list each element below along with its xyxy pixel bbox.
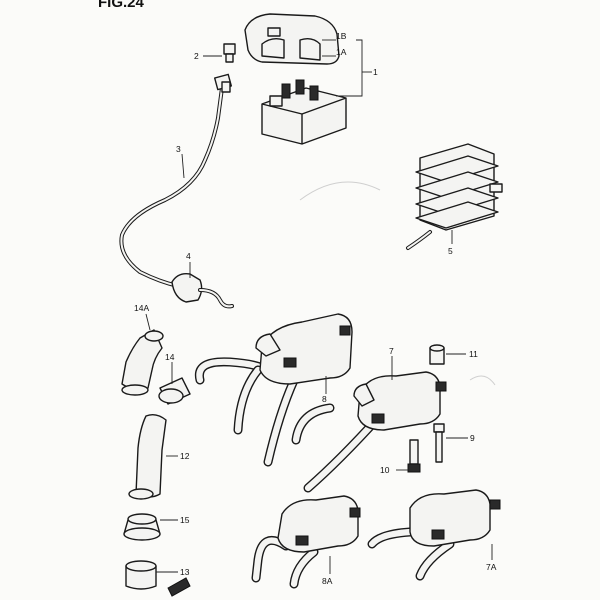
- label-4: 4: [186, 251, 191, 261]
- part-8a-ignition-coil: [251, 495, 361, 589]
- label-14: 14: [165, 352, 175, 362]
- label-5: 5: [448, 246, 453, 256]
- label-2: 2: [194, 51, 199, 61]
- part-2-screw: [223, 43, 236, 63]
- part-7-ignition-coil: [291, 371, 447, 493]
- label-13: 13: [180, 567, 190, 577]
- part-3-wire-lead: [119, 73, 233, 288]
- part-13-cap: [125, 560, 157, 590]
- part-1b-relay-cover: [244, 13, 340, 65]
- part-12-plug-cap: [128, 413, 167, 500]
- part-5-regulator-rectifier: [406, 143, 503, 250]
- label-3: 3: [176, 144, 181, 154]
- part-9-bolt: [433, 423, 445, 463]
- background-smudge: [469, 375, 496, 386]
- label-8a: 8A: [322, 576, 333, 586]
- label-15: 15: [180, 515, 190, 525]
- part-1a-relay: [261, 79, 347, 145]
- part-4-connector: [171, 272, 234, 309]
- label-8: 8: [322, 394, 327, 404]
- label-7: 7: [389, 346, 394, 356]
- figure-title: FIG.24: [98, 0, 145, 11]
- part-15-cap-base: [123, 513, 161, 541]
- label-1: 1: [373, 67, 378, 77]
- label-12: 12: [180, 451, 190, 461]
- leader-lines: [145, 39, 493, 574]
- label-7a: 7A: [486, 562, 497, 572]
- label-14a: 14A: [134, 303, 149, 313]
- part-7a-ignition-coil: [367, 489, 501, 581]
- part-14a-boot: [121, 329, 164, 396]
- label-1b: 1B: [336, 31, 347, 41]
- label-9: 9: [470, 433, 475, 443]
- part-10-bolt: [407, 439, 421, 473]
- label-10: 10: [380, 465, 390, 475]
- label-11: 11: [469, 349, 478, 359]
- background-smudge: [299, 181, 381, 201]
- corner-arrow-icon: [167, 577, 191, 597]
- part-11-bushing: [429, 344, 445, 365]
- part-14-sleeve: [158, 377, 191, 405]
- label-1a: 1A: [336, 47, 347, 57]
- part-8-ignition-coil: [194, 313, 353, 467]
